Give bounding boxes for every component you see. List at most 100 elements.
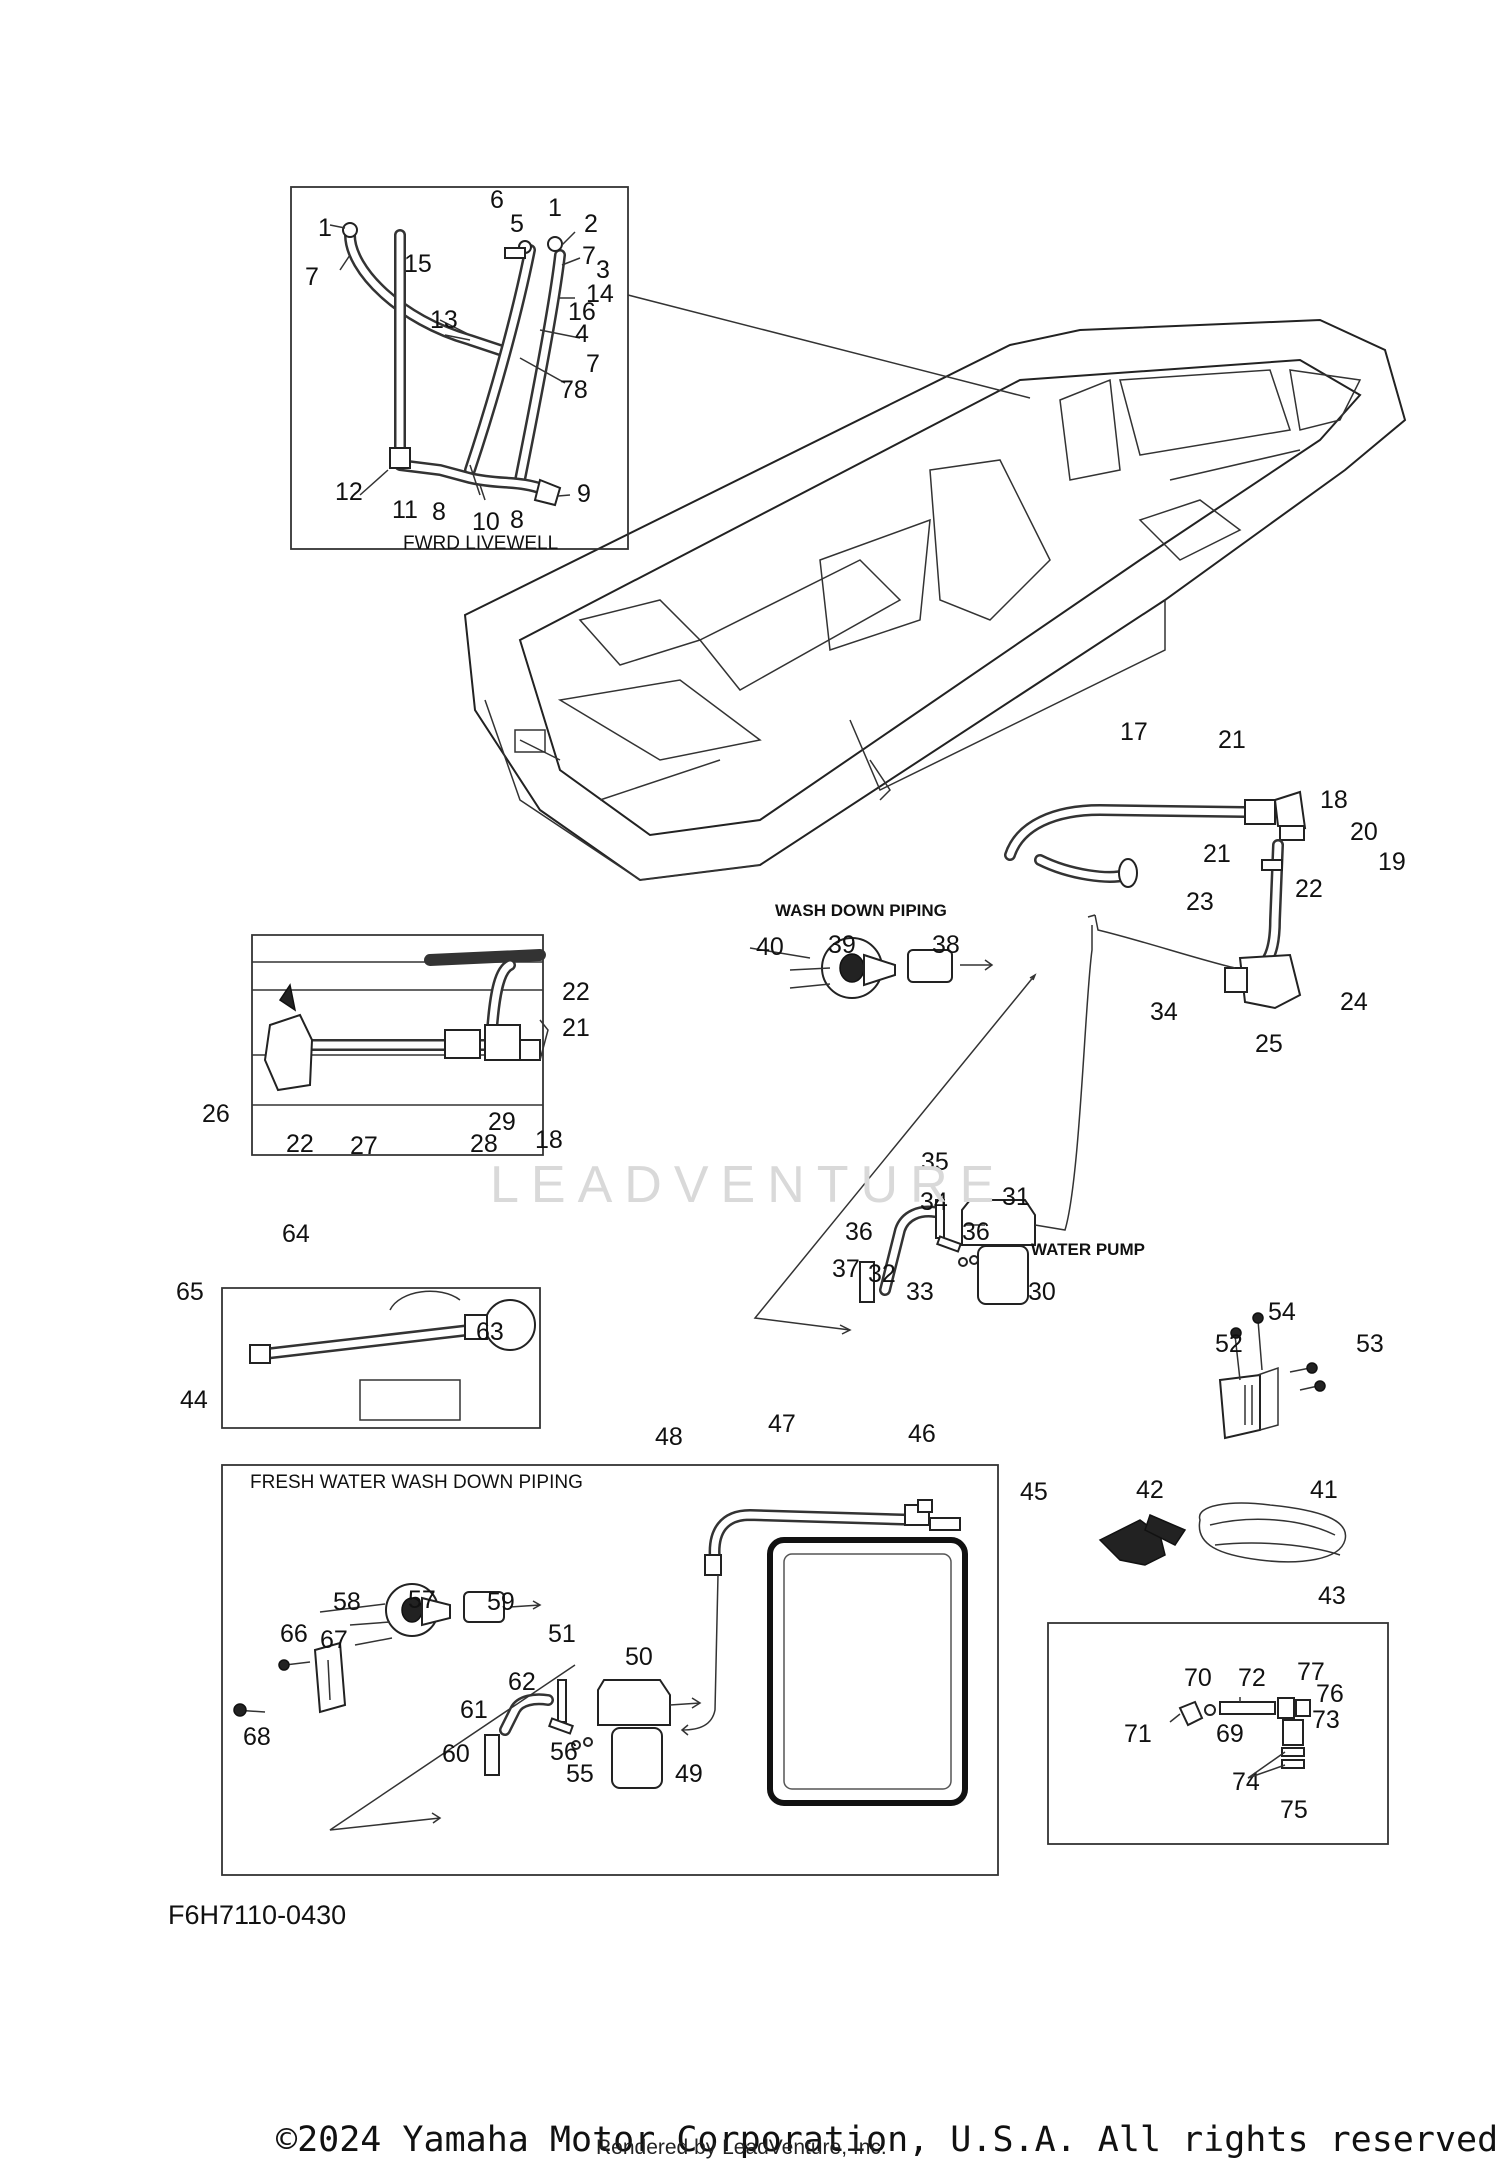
callout: 34 bbox=[1150, 998, 1178, 1026]
callout: 25 bbox=[1255, 1030, 1283, 1058]
callout: 76 bbox=[1316, 1680, 1344, 1708]
callout: 30 bbox=[1028, 1278, 1056, 1306]
callout: 20 bbox=[1350, 818, 1378, 846]
callout: 15 bbox=[404, 250, 432, 278]
callout: 62 bbox=[508, 1668, 536, 1696]
callout: 49 bbox=[675, 1760, 703, 1788]
watermark: LEADVENTURE bbox=[490, 1156, 1007, 1214]
callout: 54 bbox=[1268, 1298, 1296, 1326]
callout: 37 bbox=[832, 1255, 860, 1283]
callout: 5 bbox=[510, 210, 524, 238]
callout: 3 bbox=[596, 256, 610, 284]
callout: 44 bbox=[180, 1386, 208, 1414]
callout: 19 bbox=[1378, 848, 1406, 876]
callout: 4 bbox=[575, 320, 589, 348]
leader-74 bbox=[1247, 1751, 1286, 1779]
callout: 16 bbox=[568, 298, 596, 326]
callout: 66 bbox=[280, 1620, 308, 1648]
callout: 21 bbox=[562, 1014, 590, 1042]
callout: 22 bbox=[1295, 875, 1323, 903]
callout: 35 bbox=[921, 1148, 949, 1176]
callout: 58 bbox=[333, 1588, 361, 1616]
callout: 43 bbox=[1318, 1582, 1346, 1610]
callout: 41 bbox=[1310, 1476, 1338, 1504]
callout: 1 bbox=[318, 214, 332, 242]
assembly-coiled-hose bbox=[1098, 1502, 1347, 1566]
assembly-wash-down bbox=[749, 925, 1093, 1335]
callout: 21 bbox=[1218, 726, 1246, 754]
inset-drain-fitting bbox=[1047, 1622, 1389, 1845]
callout: 36 bbox=[845, 1218, 873, 1246]
callout: 13 bbox=[430, 306, 458, 334]
callout: 68 bbox=[243, 1723, 271, 1751]
callout: 10 bbox=[472, 508, 500, 536]
assembly-drain-hose bbox=[1004, 790, 1307, 1010]
leader-livewell-to-hull bbox=[627, 294, 1031, 399]
copyright-notice: ©2024 Yamaha Motor Corporation, U.S.A. A… bbox=[276, 2120, 1500, 2160]
callout: 72 bbox=[1238, 1664, 1266, 1692]
callout: 38 bbox=[932, 931, 960, 959]
callout: 36 bbox=[962, 1218, 990, 1246]
callout: 31 bbox=[1002, 1183, 1030, 1211]
callout: 32 bbox=[868, 1260, 896, 1288]
callout: 48 bbox=[655, 1423, 683, 1451]
callout: 6 bbox=[490, 186, 504, 214]
callout: 7 bbox=[586, 350, 600, 378]
callout: 12 bbox=[335, 478, 363, 506]
callout: 70 bbox=[1184, 1664, 1212, 1692]
callout: 52 bbox=[1215, 1330, 1243, 1358]
caption-water-pump: WATER PUMP bbox=[1031, 1240, 1145, 1259]
rendered-by-note: Rendered by LeadVenture, Inc. bbox=[596, 2136, 887, 2159]
callout: 69 bbox=[1216, 1720, 1244, 1748]
caption-fwrd-livewell: FWRD LIVEWELL bbox=[403, 533, 558, 554]
callout: 57 bbox=[408, 1586, 436, 1614]
boat-hull bbox=[463, 318, 1407, 882]
callout: 55 bbox=[566, 1760, 594, 1788]
callout: 67 bbox=[320, 1626, 348, 1654]
inset-pump-mount bbox=[251, 934, 549, 1156]
callout: 40 bbox=[756, 933, 784, 961]
callout: 34 bbox=[920, 1188, 948, 1216]
callout: 22 bbox=[286, 1130, 314, 1158]
callout: 7 bbox=[582, 242, 596, 270]
callout: 9 bbox=[577, 480, 591, 508]
callout: 61 bbox=[460, 1696, 488, 1724]
callout: 42 bbox=[1136, 1476, 1164, 1504]
callout: 39 bbox=[828, 931, 856, 959]
callout: 45 bbox=[1020, 1478, 1048, 1506]
callout: 77 bbox=[1297, 1658, 1325, 1686]
callout: 14 bbox=[586, 280, 614, 308]
caption-wash-down-piping: WASH DOWN PIPING bbox=[775, 901, 947, 920]
callout: 1 bbox=[548, 194, 562, 222]
callout: 63 bbox=[476, 1318, 504, 1346]
callout: 46 bbox=[908, 1420, 936, 1448]
callout: 2 bbox=[584, 210, 598, 238]
callout: 47 bbox=[768, 1410, 796, 1438]
inset-hose-route bbox=[221, 1287, 541, 1429]
inset-fwrd-livewell bbox=[290, 186, 629, 550]
callout: 71 bbox=[1124, 1720, 1152, 1748]
callout: 50 bbox=[625, 1643, 653, 1671]
callout: 75 bbox=[1280, 1796, 1308, 1824]
callout: 22 bbox=[562, 978, 590, 1006]
callout: 29 bbox=[488, 1108, 516, 1136]
callout: 18 bbox=[535, 1126, 563, 1154]
callouts: 1 1 2 3 4 5 6 7 7 7 8 8 9 10 11 12 13 14… bbox=[176, 186, 1406, 1824]
callout: 21 bbox=[1203, 840, 1231, 868]
callout: 17 bbox=[1120, 718, 1148, 746]
callout: 11 bbox=[392, 496, 418, 524]
callout: 78 bbox=[560, 376, 588, 404]
callout: 24 bbox=[1340, 988, 1368, 1016]
callout: 27 bbox=[350, 1132, 378, 1160]
callout: 56 bbox=[550, 1738, 578, 1766]
callout: 7 bbox=[305, 263, 319, 291]
callout: 8 bbox=[432, 498, 446, 526]
callout: 18 bbox=[1320, 786, 1348, 814]
callout: 8 bbox=[510, 506, 524, 534]
callout: 26 bbox=[202, 1100, 230, 1128]
callout: 64 bbox=[282, 1220, 310, 1248]
callout: 73 bbox=[1312, 1706, 1340, 1734]
callout: 28 bbox=[470, 1130, 498, 1158]
